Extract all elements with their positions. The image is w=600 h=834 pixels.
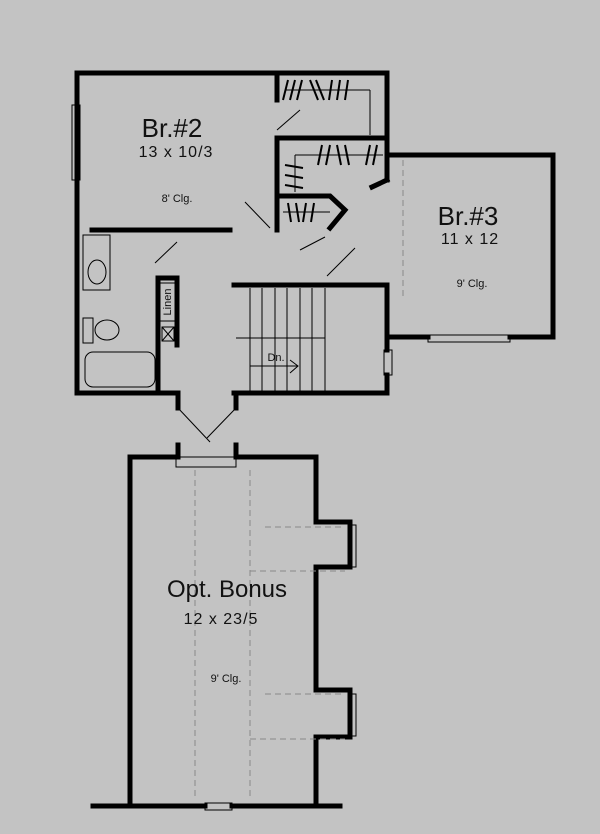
room-dim-bonus: 12 x 23/5	[183, 611, 259, 628]
wall-br3	[384, 152, 556, 340]
room-name-br2: Br.#2	[141, 113, 203, 143]
room-name-bonus: Opt. Bonus	[166, 576, 288, 603]
stairs-down-label: Dn.	[267, 352, 285, 364]
wall-bonus	[127, 454, 181, 809]
room-dim-br2: 13 x 10/3	[138, 144, 214, 161]
room-clg-br3: 9' Clg.	[456, 278, 488, 290]
room-name-br3: Br.#3	[437, 201, 499, 231]
linen-label: Linen	[162, 288, 174, 316]
room-dim-br3: 11 x 12	[440, 231, 500, 248]
wall-br2-top	[74, 70, 390, 161]
room-clg-br2: 8' Clg.	[161, 193, 193, 205]
room-clg-bonus: 9' Clg.	[210, 673, 242, 685]
